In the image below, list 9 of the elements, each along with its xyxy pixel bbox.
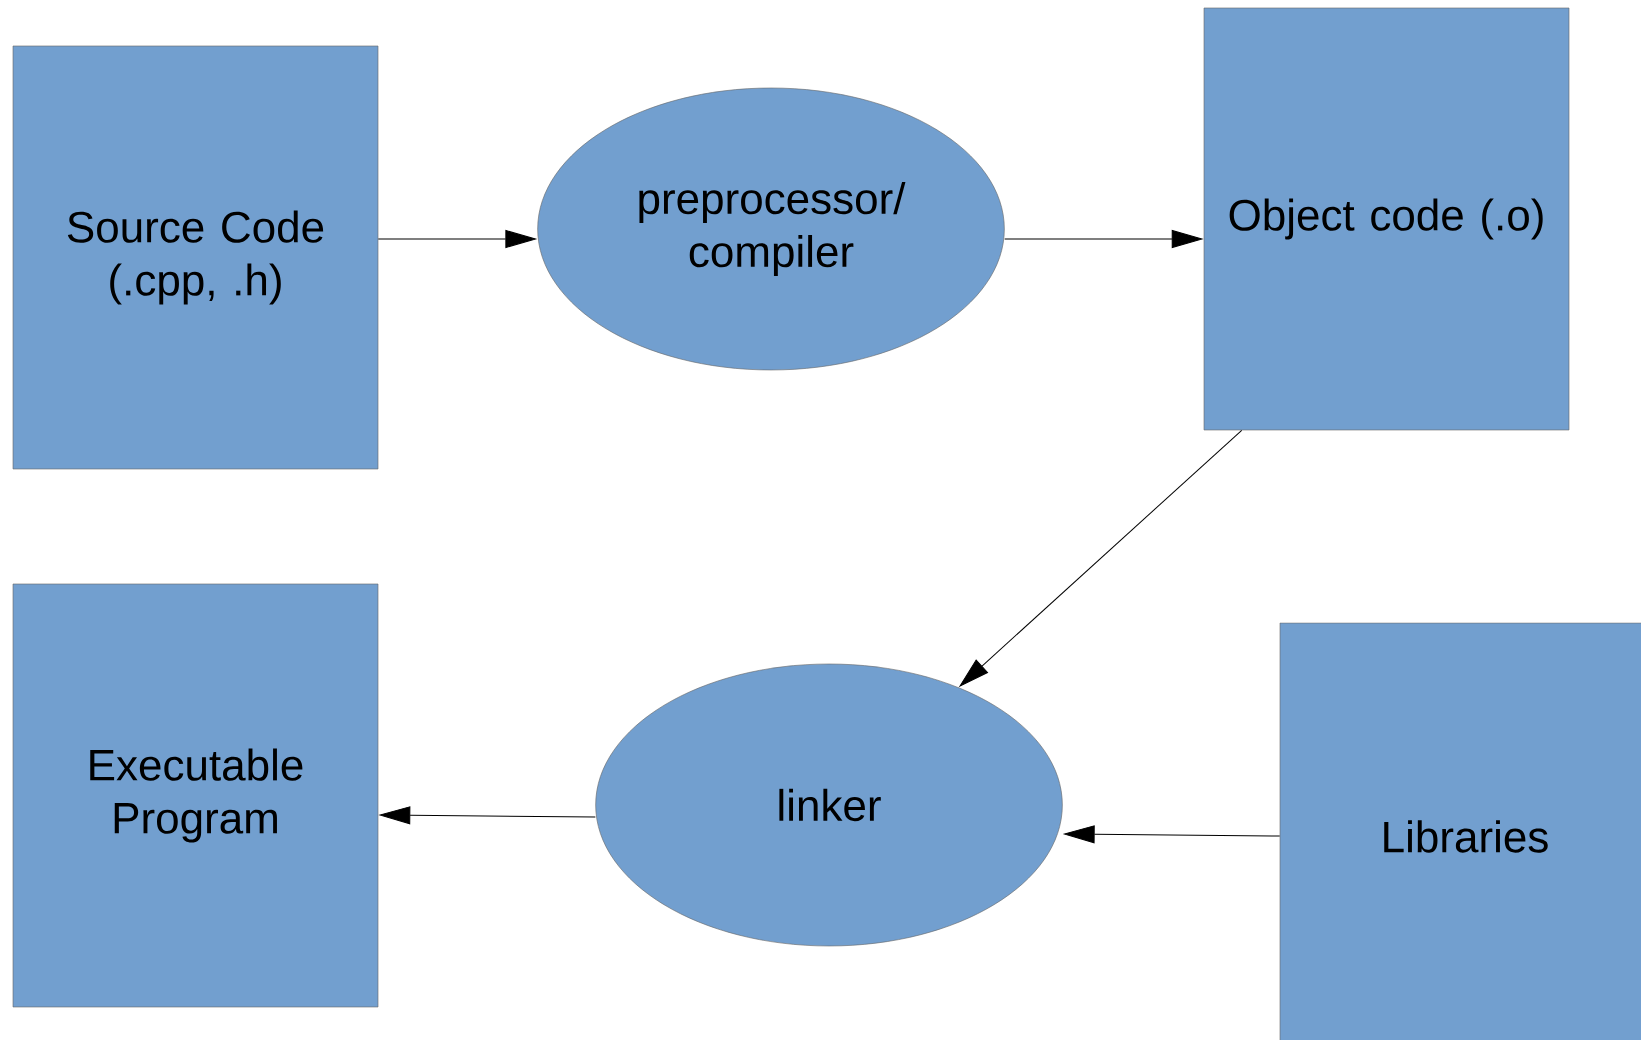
arrow xyxy=(1004,230,1203,248)
arrow xyxy=(377,230,536,248)
file-box: Libraries xyxy=(1279,622,1641,1040)
file-box: Source Code (.cpp, .h) xyxy=(12,45,379,470)
file-box: Object code (.o) xyxy=(1203,7,1570,431)
arrow xyxy=(1064,825,1281,844)
arrow xyxy=(379,806,596,825)
file-box: Executable Program xyxy=(12,583,379,1008)
arrow xyxy=(959,429,1243,687)
